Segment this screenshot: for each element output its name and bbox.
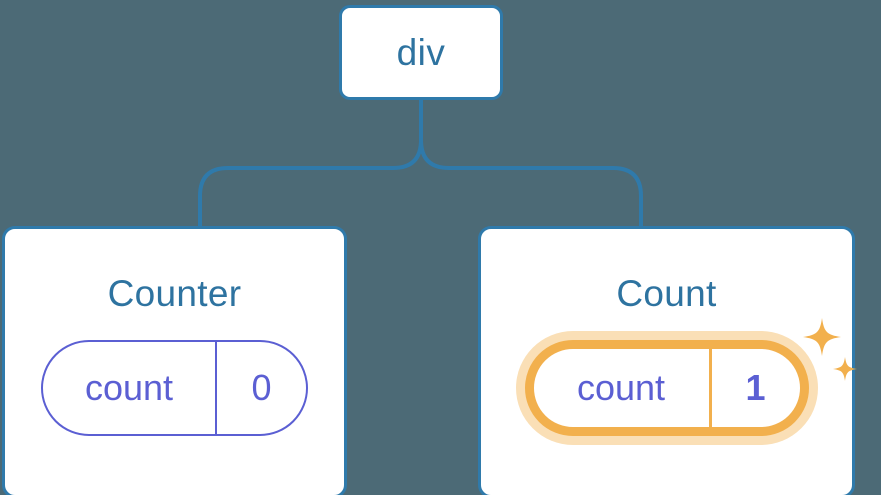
state-pill-wrapper-counter: count 0 bbox=[41, 340, 308, 436]
node-count[interactable]: Count count 1 bbox=[478, 226, 857, 495]
state-key-count: count bbox=[534, 349, 712, 427]
state-pill-counter[interactable]: count 0 bbox=[41, 340, 308, 436]
node-counter-title: Counter bbox=[107, 273, 242, 314]
node-div[interactable]: div bbox=[339, 5, 503, 100]
sparkle-small-icon bbox=[832, 357, 857, 381]
state-key-counter: count bbox=[43, 342, 217, 434]
node-count-title: Count bbox=[616, 273, 717, 314]
state-pill-count[interactable]: count 1 bbox=[524, 340, 809, 436]
connector-branch-left bbox=[198, 138, 423, 230]
state-value-counter: 0 bbox=[251, 367, 272, 408]
state-value-count: 1 bbox=[745, 367, 766, 408]
node-counter[interactable]: Counter count 0 bbox=[2, 226, 347, 495]
node-div-label: div bbox=[396, 32, 446, 73]
sparkle-large-icon bbox=[802, 318, 841, 356]
state-pill-wrapper-count: count 1 bbox=[524, 318, 857, 436]
connector-branch-right bbox=[419, 138, 643, 230]
